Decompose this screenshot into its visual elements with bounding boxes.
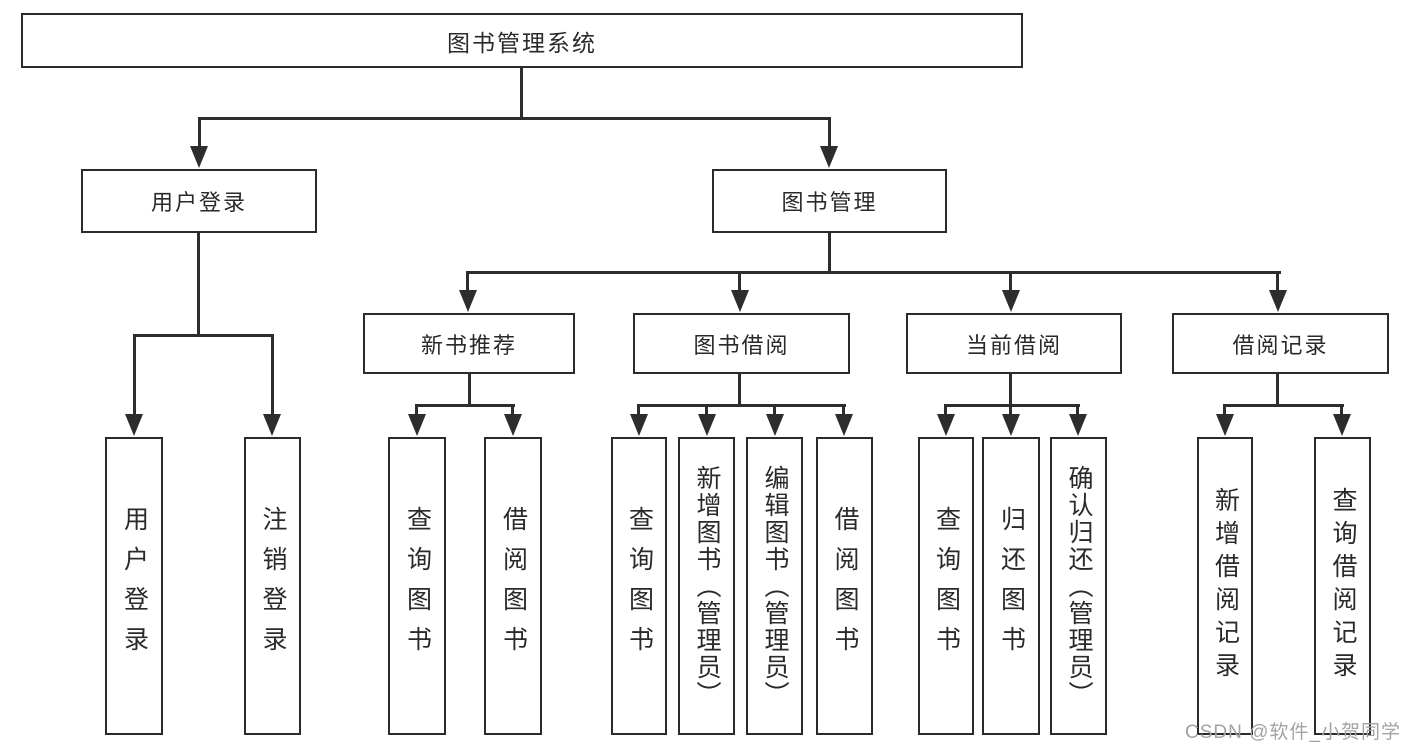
leaf-add-books-admin: 新增图书（管理员） — [678, 437, 735, 735]
connector-line — [1340, 404, 1343, 417]
connector-line — [511, 404, 514, 417]
leaf-label: 编辑图书（管理员） — [761, 464, 789, 708]
connector-line — [1009, 404, 1012, 417]
arrowhead-down — [698, 414, 716, 436]
leaf-edit-books-admin: 编辑图书（管理员） — [746, 437, 803, 735]
leaf-user-login: 用户登录 — [105, 437, 163, 735]
connector-line — [133, 334, 274, 337]
leaf-label: 查询图书 — [932, 506, 961, 666]
connector-line — [271, 334, 274, 417]
connector-line — [637, 404, 640, 417]
node-user-login: 用户登录 — [81, 169, 317, 233]
connector-line — [738, 271, 741, 294]
node-book-borrow: 图书借阅 — [633, 313, 850, 374]
leaf-label: 新增图书（管理员） — [693, 464, 721, 708]
connector-line — [705, 404, 708, 417]
leaf-label: 查询借阅记录 — [1329, 487, 1357, 685]
connector-line — [416, 404, 515, 407]
node-borrow-records: 借阅记录 — [1172, 313, 1389, 374]
connector-line — [520, 68, 523, 118]
arrowhead-down — [1333, 414, 1351, 436]
connector-line — [415, 404, 418, 417]
leaf-label: 借阅图书 — [499, 506, 528, 666]
arrowhead-down — [459, 290, 477, 312]
connector-line — [198, 117, 201, 149]
leaf-label: 用户登录 — [120, 506, 149, 666]
connector-line — [738, 374, 741, 407]
arrowhead-down — [1002, 290, 1020, 312]
arrowhead-down — [731, 290, 749, 312]
leaf-label: 注销登录 — [259, 506, 287, 666]
arrowhead-down — [1069, 414, 1087, 436]
connector-line — [1223, 404, 1226, 417]
connector-line — [198, 117, 831, 120]
arrowhead-down — [835, 414, 853, 436]
leaf-label: 借阅图书 — [831, 506, 859, 666]
leaf-label: 查询图书 — [625, 506, 654, 666]
arrowhead-down — [408, 414, 426, 436]
connector-line — [828, 233, 831, 274]
leaf-label: 查询图书 — [403, 506, 432, 666]
arrowhead-down — [820, 146, 838, 168]
leaf-label: 确认归还（管理员） — [1065, 464, 1093, 708]
connector-line — [133, 334, 136, 417]
node-new-book-recommend: 新书推荐 — [363, 313, 575, 374]
arrowhead-down — [630, 414, 648, 436]
arrowhead-down — [1269, 290, 1287, 312]
connector-line — [828, 117, 831, 149]
arrowhead-down — [1002, 414, 1020, 436]
node-root: 图书管理系统 — [21, 13, 1023, 68]
connector-line — [1009, 271, 1012, 294]
leaf-confirm-return-admin: 确认归还（管理员） — [1050, 437, 1107, 735]
connector-line — [1224, 404, 1344, 407]
leaf-label: 归还图书 — [997, 506, 1026, 666]
arrowhead-down — [937, 414, 955, 436]
connector-line — [466, 271, 469, 294]
leaf-borrow-books-recommend: 借阅图书 — [484, 437, 542, 735]
arrowhead-down — [504, 414, 522, 436]
leaf-query-borrow-record: 查询借阅记录 — [1314, 437, 1371, 735]
arrowhead-down — [190, 146, 208, 168]
arrowhead-down — [1216, 414, 1234, 436]
connector-line — [197, 233, 200, 337]
csdn-watermark: CSDN @软件_小贺同学 — [1185, 722, 1401, 743]
connector-line — [467, 271, 1281, 274]
leaf-add-borrow-record: 新增借阅记录 — [1197, 437, 1253, 735]
connector-line — [944, 404, 947, 417]
connector-line — [773, 404, 776, 417]
connector-line — [944, 404, 1080, 407]
leaf-query-books-recommend: 查询图书 — [388, 437, 446, 735]
node-current-borrow: 当前借阅 — [906, 313, 1122, 374]
leaf-query-books-current: 查询图书 — [918, 437, 974, 735]
arrowhead-down — [766, 414, 784, 436]
leaf-logout: 注销登录 — [244, 437, 301, 735]
connector-line — [1276, 271, 1279, 294]
leaf-query-books-borrow: 查询图书 — [611, 437, 667, 735]
connector-line — [842, 404, 845, 417]
arrowhead-down — [263, 414, 281, 436]
connector-line — [1009, 374, 1012, 407]
connector-line — [1276, 374, 1279, 407]
leaf-borrow-books: 借阅图书 — [816, 437, 873, 735]
node-book-management: 图书管理 — [712, 169, 947, 233]
leaf-label: 新增借阅记录 — [1211, 487, 1240, 685]
leaf-return-books: 归还图书 — [982, 437, 1040, 735]
connector-line — [468, 374, 471, 407]
connector-line — [1076, 404, 1079, 417]
connector-line — [638, 404, 846, 407]
arrowhead-down — [125, 414, 143, 436]
